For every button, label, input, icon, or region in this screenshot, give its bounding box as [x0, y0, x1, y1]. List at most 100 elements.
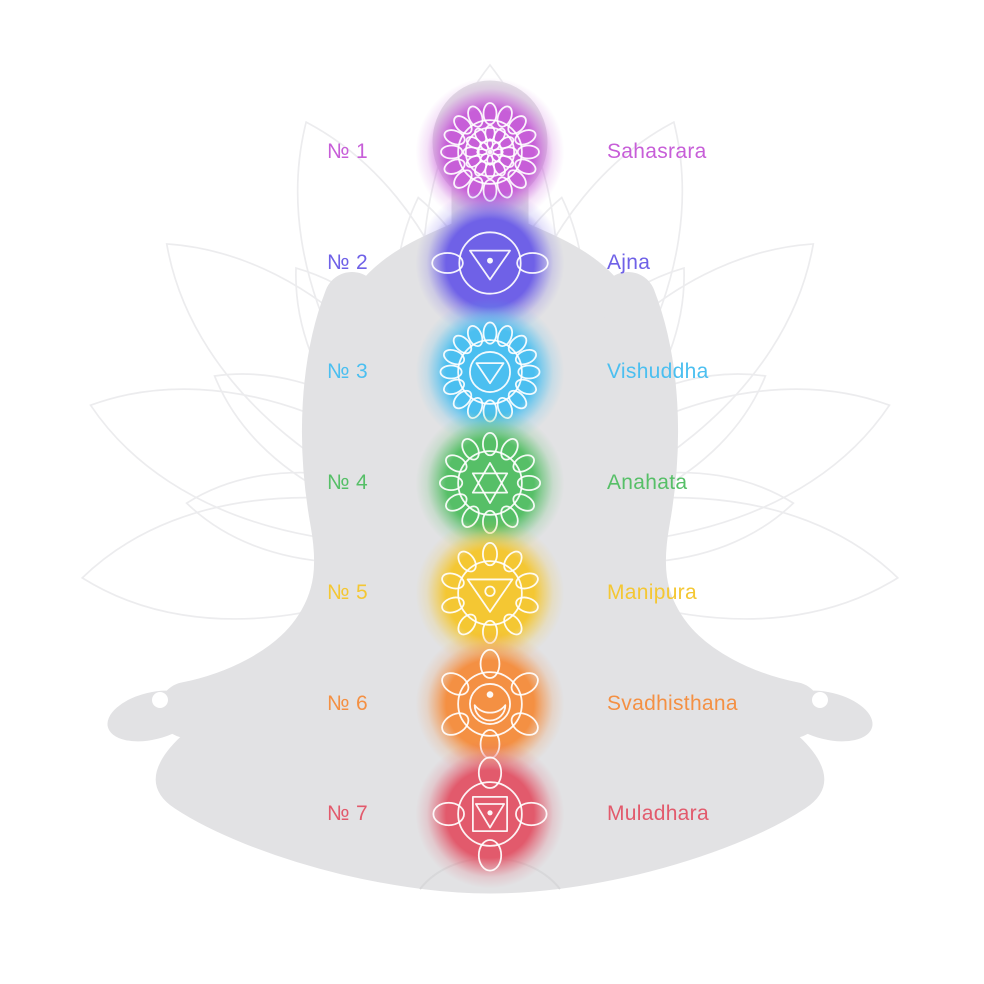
symbol-circle — [457, 671, 523, 737]
symbol-petal — [461, 438, 480, 461]
symbol-petal — [440, 144, 464, 160]
symbol-circle — [477, 139, 503, 165]
symbol-petal — [443, 378, 466, 396]
symbol-petal — [443, 348, 466, 366]
chakra-name-label: Ajna — [607, 251, 651, 274]
symbol-petal — [482, 431, 498, 457]
symbol-petal — [507, 389, 528, 410]
symbol-petal — [445, 493, 468, 512]
symbol-petal — [515, 572, 539, 590]
symbol-petal — [514, 158, 537, 175]
symbol-circle — [457, 450, 523, 516]
chakra-symbol-icon — [432, 756, 548, 872]
right-arm — [600, 272, 821, 738]
chakra-name-label: Sahasrara — [607, 140, 707, 163]
symbol-circle — [469, 683, 511, 725]
symbol-petal — [452, 334, 473, 355]
symbol-petal — [512, 454, 535, 473]
symbol-petal — [477, 839, 503, 872]
chakra-number-label: № 1 — [327, 140, 368, 163]
chakra-symbol-icon — [441, 541, 539, 645]
symbol-circle — [457, 560, 523, 626]
symbol-petal — [514, 348, 537, 366]
symbol-petal — [482, 102, 498, 126]
symbol-triangle — [466, 578, 514, 613]
symbol-petal — [466, 325, 484, 348]
symbol-triangle — [474, 803, 506, 829]
left-mudra-hole — [152, 692, 168, 708]
chakra-number-label: № 3 — [327, 360, 368, 383]
symbol-petal — [515, 801, 548, 827]
symbol-petal — [443, 129, 466, 146]
left-hand — [107, 690, 197, 742]
chakra-name-label: Svadhisthana — [607, 692, 738, 715]
symbol-triangle — [475, 362, 505, 385]
symbol-petal — [516, 475, 542, 491]
symbol-dot — [487, 810, 493, 816]
symbol-circle — [469, 351, 511, 393]
symbol-petal — [479, 141, 490, 152]
symbol-petal — [438, 475, 464, 491]
symbol-dot — [487, 149, 493, 155]
chakra-name-label: Anahata — [607, 471, 688, 494]
symbol-petal — [467, 105, 484, 128]
symbol-petal — [515, 596, 539, 614]
symbol-petal — [500, 438, 519, 461]
symbol-crescent — [473, 704, 507, 722]
symbol-triangle — [469, 249, 511, 281]
symbol-petal — [510, 712, 539, 736]
chakra-name-label: Muladhara — [607, 802, 709, 825]
symbol-petal — [510, 672, 539, 696]
chakra-number-label: № 4 — [327, 471, 368, 494]
symbol-petal — [507, 334, 528, 355]
left-arm — [159, 272, 380, 738]
symbol-petal — [445, 454, 468, 473]
symbol-triangle — [471, 462, 509, 494]
symbol-petal — [441, 572, 465, 590]
symbol-petal — [482, 321, 498, 345]
symbol-petal — [516, 252, 549, 274]
chakra-number-label: № 7 — [327, 802, 368, 825]
symbol-petal — [432, 801, 465, 827]
symbol-petal — [452, 389, 473, 410]
symbol-petal — [479, 648, 501, 679]
symbol-dot — [486, 691, 494, 698]
symbol-petal — [482, 541, 498, 567]
symbol-petal — [507, 169, 527, 189]
chakra-row-anahata: № 4 Anahata — [0, 403, 984, 563]
ajna-third-eye-icon — [431, 231, 549, 295]
symbol-petal — [453, 115, 473, 135]
symbol-petal — [443, 158, 466, 175]
symbol-dot — [487, 257, 493, 264]
symbol-petal — [441, 672, 470, 696]
chakra-number-label: № 6 — [327, 692, 368, 715]
symbol-petal — [503, 550, 523, 573]
muladhara-root-icon — [432, 756, 548, 872]
chakra-number-label: № 5 — [327, 581, 368, 604]
symbol-circle — [457, 339, 523, 405]
symbol-circle — [464, 126, 516, 178]
symbol-petal — [441, 712, 470, 736]
symbol-petal — [441, 596, 465, 614]
chakra-row-muladhara: № 7 Muladhara — [0, 734, 984, 894]
symbol-petal — [517, 364, 541, 380]
symbol-triangle — [471, 472, 509, 504]
manipura-solar-plexus-icon — [441, 541, 539, 645]
right-mudra-hole — [812, 692, 828, 708]
symbol-petal — [496, 325, 514, 348]
symbol-square — [472, 796, 508, 832]
symbol-petal — [512, 493, 535, 512]
symbol-petal — [477, 756, 503, 789]
chakra-name-label: Vishuddha — [607, 360, 709, 383]
symbol-petal — [507, 115, 527, 135]
right-hand — [783, 690, 873, 742]
symbol-petal — [439, 364, 463, 380]
symbol-petal — [457, 550, 477, 573]
chakra-name-label: Manipura — [607, 581, 697, 604]
symbol-petal — [514, 378, 537, 396]
chakra-circle — [410, 734, 570, 894]
symbol-circle — [484, 585, 496, 597]
symbol-petal — [496, 105, 513, 128]
symbol-petal — [453, 169, 473, 189]
